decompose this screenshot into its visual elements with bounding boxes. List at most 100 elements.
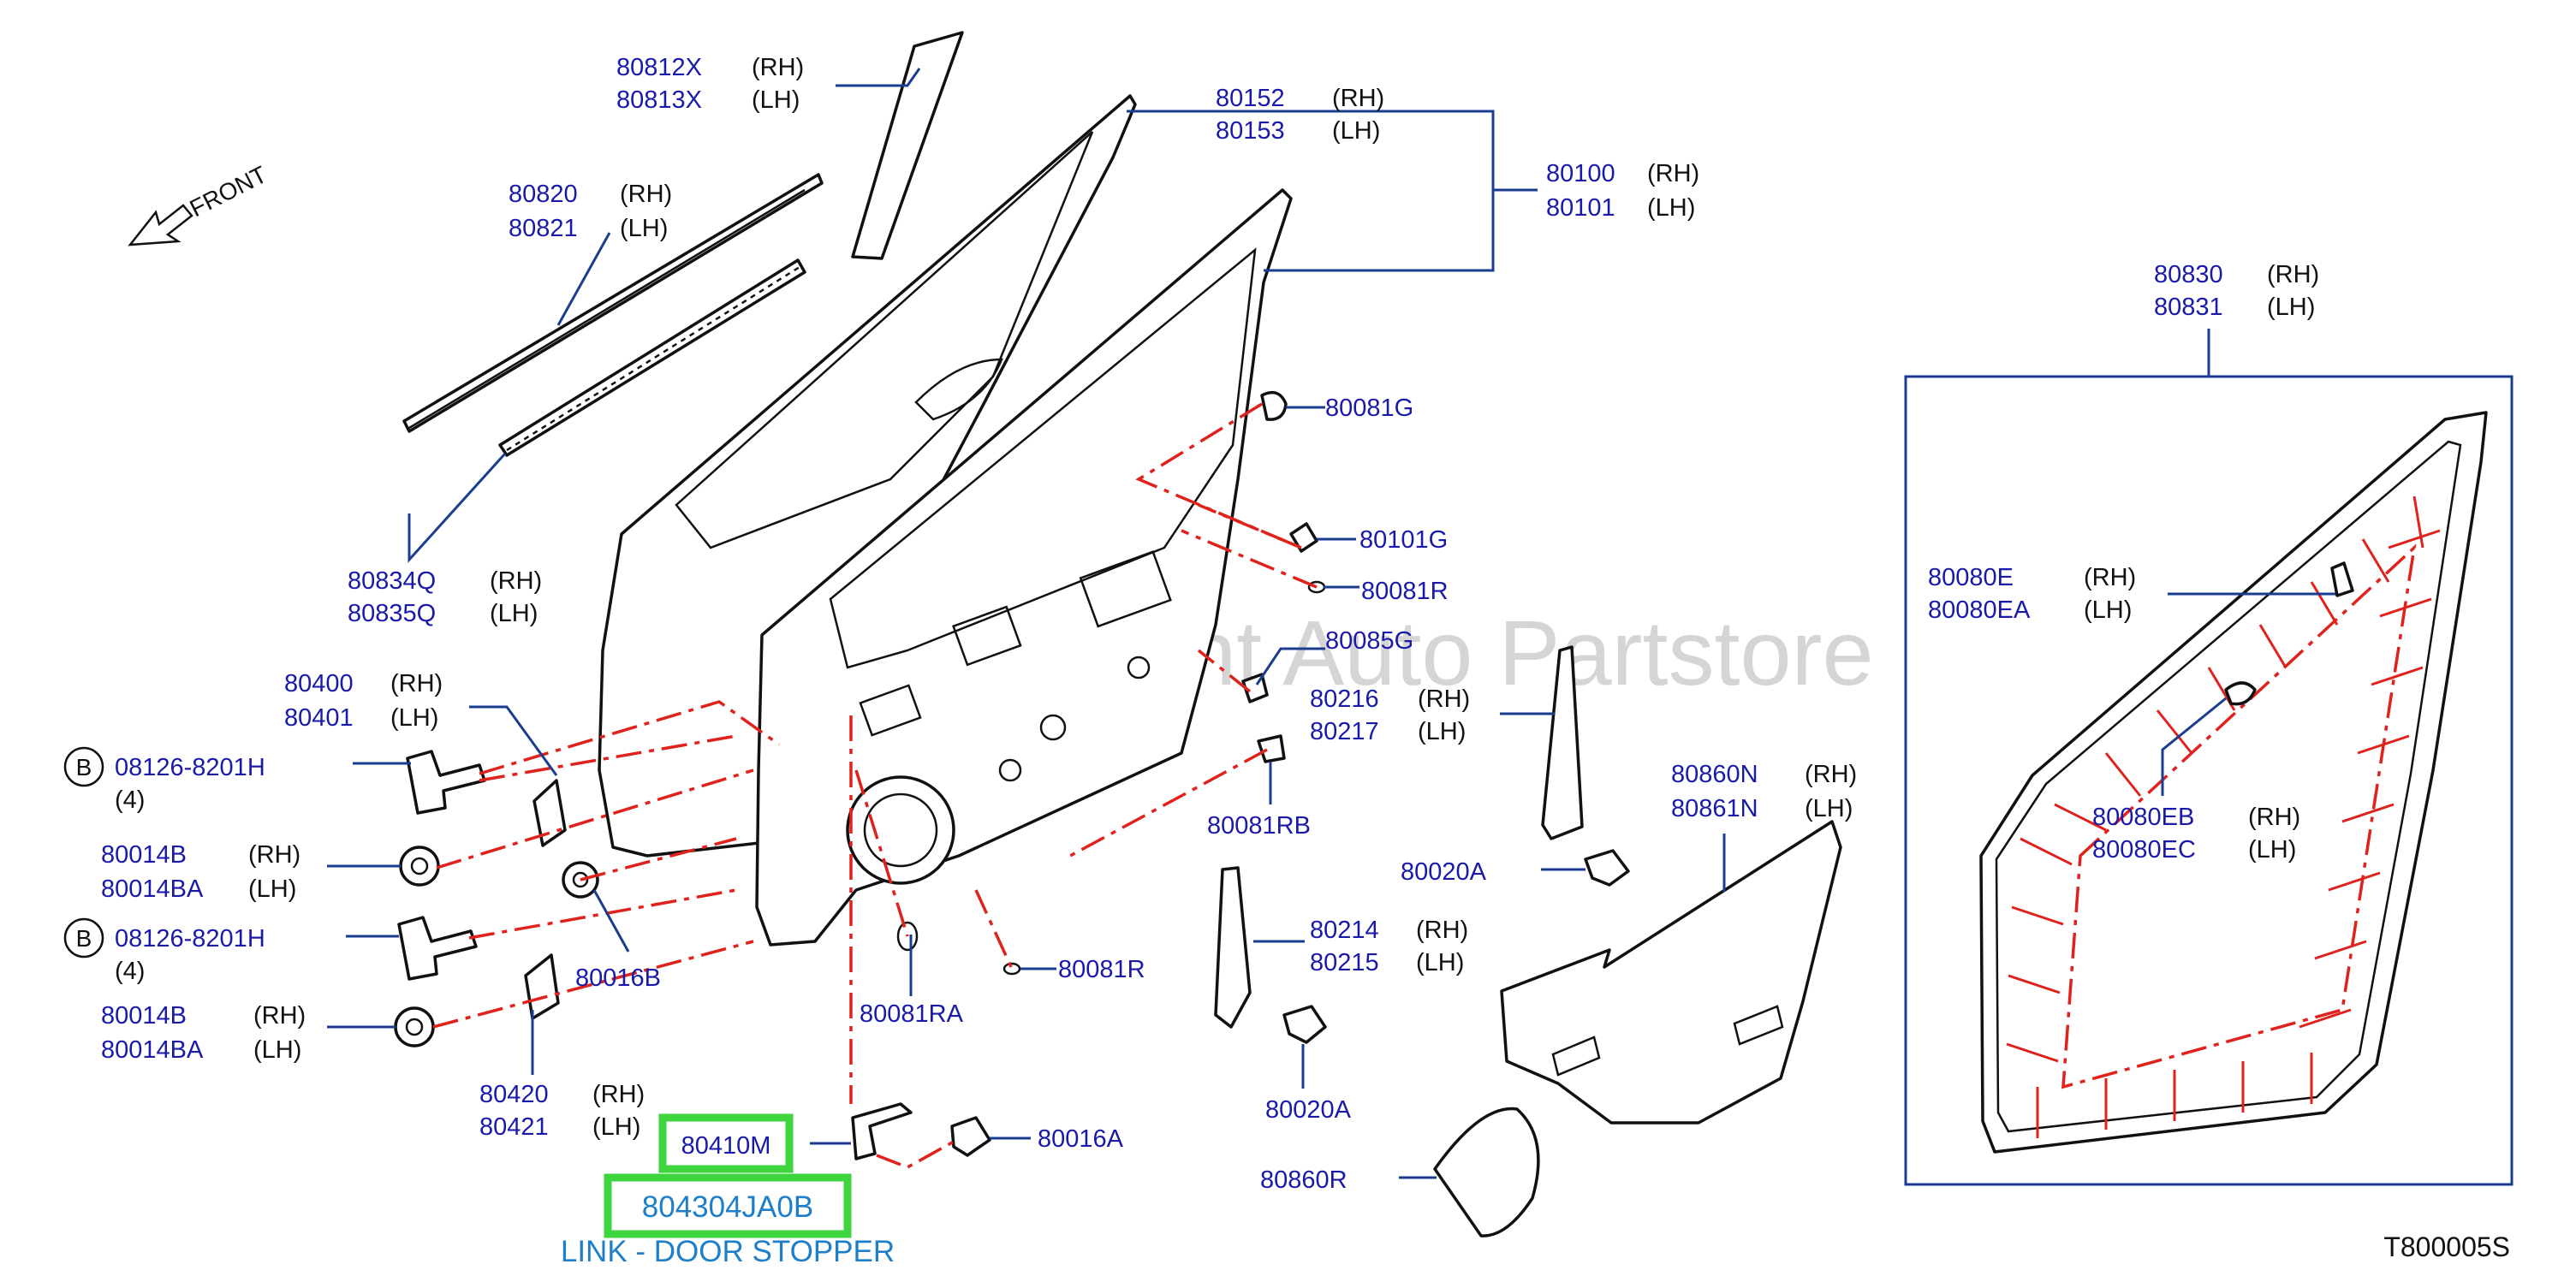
part-number[interactable]: 80835Q	[348, 600, 436, 627]
part-number[interactable]: 80217	[1310, 718, 1379, 745]
part-number[interactable]: 80014B	[101, 841, 187, 869]
part-number[interactable]: 80830	[2154, 261, 2223, 288]
front-arrow-icon	[128, 204, 193, 246]
side-label: (LH)	[2084, 596, 2132, 624]
callout-80080eb: 80080EB (RH) 80080EC (LH)	[2092, 804, 2300, 863]
single-part-labels: 80081G 80101G 80081R 80085G 80081RB 8002…	[575, 395, 1487, 1194]
part-number[interactable]: 80821	[509, 215, 578, 242]
callout-80152: 80152 (RH) 80153 (LH)	[1216, 85, 1384, 145]
part-number[interactable]: 80080EB	[2092, 804, 2194, 831]
weatherstrip-hatching	[2006, 496, 2441, 1138]
part-number[interactable]: 80081RB	[1207, 812, 1311, 840]
side-label: (LH)	[2248, 836, 2296, 863]
side-label: (LH)	[592, 1113, 640, 1141]
part-number[interactable]: 80400	[284, 670, 354, 697]
side-label: (LH)	[1418, 718, 1466, 745]
grommet-80081ra	[896, 921, 919, 952]
side-label: (RH)	[1416, 917, 1468, 944]
callout-80860n: 80860N (RH) 80861N (LH)	[1671, 761, 1857, 822]
sealing-screen-small	[1433, 1107, 1540, 1237]
side-label: (RH)	[2267, 261, 2319, 288]
part-number[interactable]: 80834Q	[348, 567, 436, 595]
rear-glass-channel	[1541, 645, 1584, 840]
side-label: (RH)	[2084, 564, 2136, 591]
highlight-caption: LINK - DOOR STOPPER	[561, 1235, 895, 1268]
part-number[interactable]: 80820	[509, 181, 578, 208]
nut-80016b-hole	[572, 871, 589, 888]
part-number[interactable]: 80812X	[616, 54, 702, 81]
part-number[interactable]: 80215	[1310, 949, 1379, 976]
callout-bolt-lower: B 08126-8201H (4)	[63, 917, 265, 985]
inner-weatherstrip-hatch	[506, 265, 800, 452]
clip-80081rb	[1257, 734, 1286, 763]
side-label: (RH)	[1647, 160, 1699, 187]
part-number[interactable]: 80421	[479, 1113, 549, 1141]
highlight-part-ref[interactable]: 80410M	[681, 1132, 771, 1160]
door-outer-window	[675, 131, 1094, 549]
part-number[interactable]: 80153	[1216, 117, 1285, 145]
sealing-screen	[1500, 820, 1842, 1125]
part-number[interactable]: 80813X	[616, 86, 702, 114]
part-number[interactable]: 80014BA	[101, 875, 204, 903]
part-number[interactable]: 80081RA	[860, 1000, 964, 1028]
side-label: (LH)	[253, 1036, 301, 1064]
part-number[interactable]: 80101G	[1359, 526, 1448, 554]
side-label: (RH)	[1418, 685, 1470, 713]
side-label: (LH)	[752, 86, 800, 114]
front-channel-bolt	[1282, 1005, 1327, 1044]
upper-hinge-bolt	[406, 750, 486, 815]
speaker-opening-inner	[863, 792, 938, 868]
part-number[interactable]: 08126-8201H	[115, 754, 265, 781]
part-number[interactable]: 80831	[2154, 294, 2223, 321]
part-number[interactable]: 80860R	[1260, 1166, 1347, 1194]
side-label: (RH)	[490, 567, 542, 595]
panel-hole-5	[1127, 656, 1151, 680]
highlighted-part[interactable]: 80410M 804304JA0B LINK - DOOR STOPPER	[561, 1113, 895, 1268]
sealing-screen-handle-1	[1551, 1036, 1601, 1077]
part-number[interactable]: 80014B	[101, 1002, 187, 1030]
part-number[interactable]: 80152	[1216, 85, 1285, 112]
leader-lines	[327, 68, 2335, 1179]
part-number[interactable]: 80861N	[1671, 795, 1758, 822]
part-number[interactable]: 80101	[1546, 194, 1615, 222]
part-number[interactable]: 80080EC	[2092, 836, 2196, 863]
part-number[interactable]: 80080EA	[1928, 596, 2031, 624]
part-number[interactable]: 80016B	[575, 964, 661, 992]
part-number[interactable]: 80860N	[1671, 761, 1758, 788]
panel-hole-3	[859, 684, 922, 737]
side-label: (LH)	[1805, 795, 1853, 822]
front-glass-channel	[1214, 866, 1252, 1029]
clip-80080e	[2330, 561, 2354, 597]
part-number[interactable]: 80020A	[1265, 1096, 1352, 1124]
side-label: (RH)	[1805, 761, 1857, 788]
lower-hinge-nut	[394, 1006, 435, 1047]
callout-80820: 80820 (RH) 80821 (LH)	[509, 181, 672, 242]
side-label: (RH)	[620, 181, 672, 208]
side-label: (RH)	[592, 1081, 645, 1108]
side-label: (LH)	[248, 875, 296, 903]
part-number[interactable]: 08126-8201H	[115, 925, 265, 952]
bolt-marker-icon	[63, 746, 104, 787]
part-number[interactable]: 80020A	[1401, 858, 1487, 886]
panel-hole-2	[1079, 550, 1172, 628]
part-number[interactable]: 80081R	[1058, 956, 1145, 983]
part-number[interactable]: 80214	[1310, 917, 1379, 944]
upper-hinge-nut	[399, 846, 440, 887]
side-label: (RH)	[2248, 804, 2300, 831]
panel-hole-1	[951, 605, 1022, 667]
highlight-part-number[interactable]: 804304JA0B	[642, 1190, 813, 1224]
part-number[interactable]: 80080E	[1928, 564, 2014, 591]
part-number[interactable]: 80081G	[1325, 395, 1413, 422]
weatherstrip-hatch-rail	[2061, 543, 2417, 1089]
part-number[interactable]: 80420	[479, 1081, 549, 1108]
bolt-marker: B	[76, 754, 92, 780]
part-number[interactable]: 80081R	[1361, 578, 1449, 605]
side-label: (RH)	[248, 841, 300, 869]
part-number[interactable]: 80100	[1546, 160, 1615, 187]
part-number[interactable]: 80085G	[1325, 627, 1413, 655]
part-number[interactable]: 80216	[1310, 685, 1379, 713]
side-label: (LH)	[2267, 294, 2315, 321]
part-number[interactable]: 80401	[284, 704, 354, 732]
part-number[interactable]: 80014BA	[101, 1036, 204, 1064]
part-number[interactable]: 80016A	[1038, 1125, 1124, 1153]
